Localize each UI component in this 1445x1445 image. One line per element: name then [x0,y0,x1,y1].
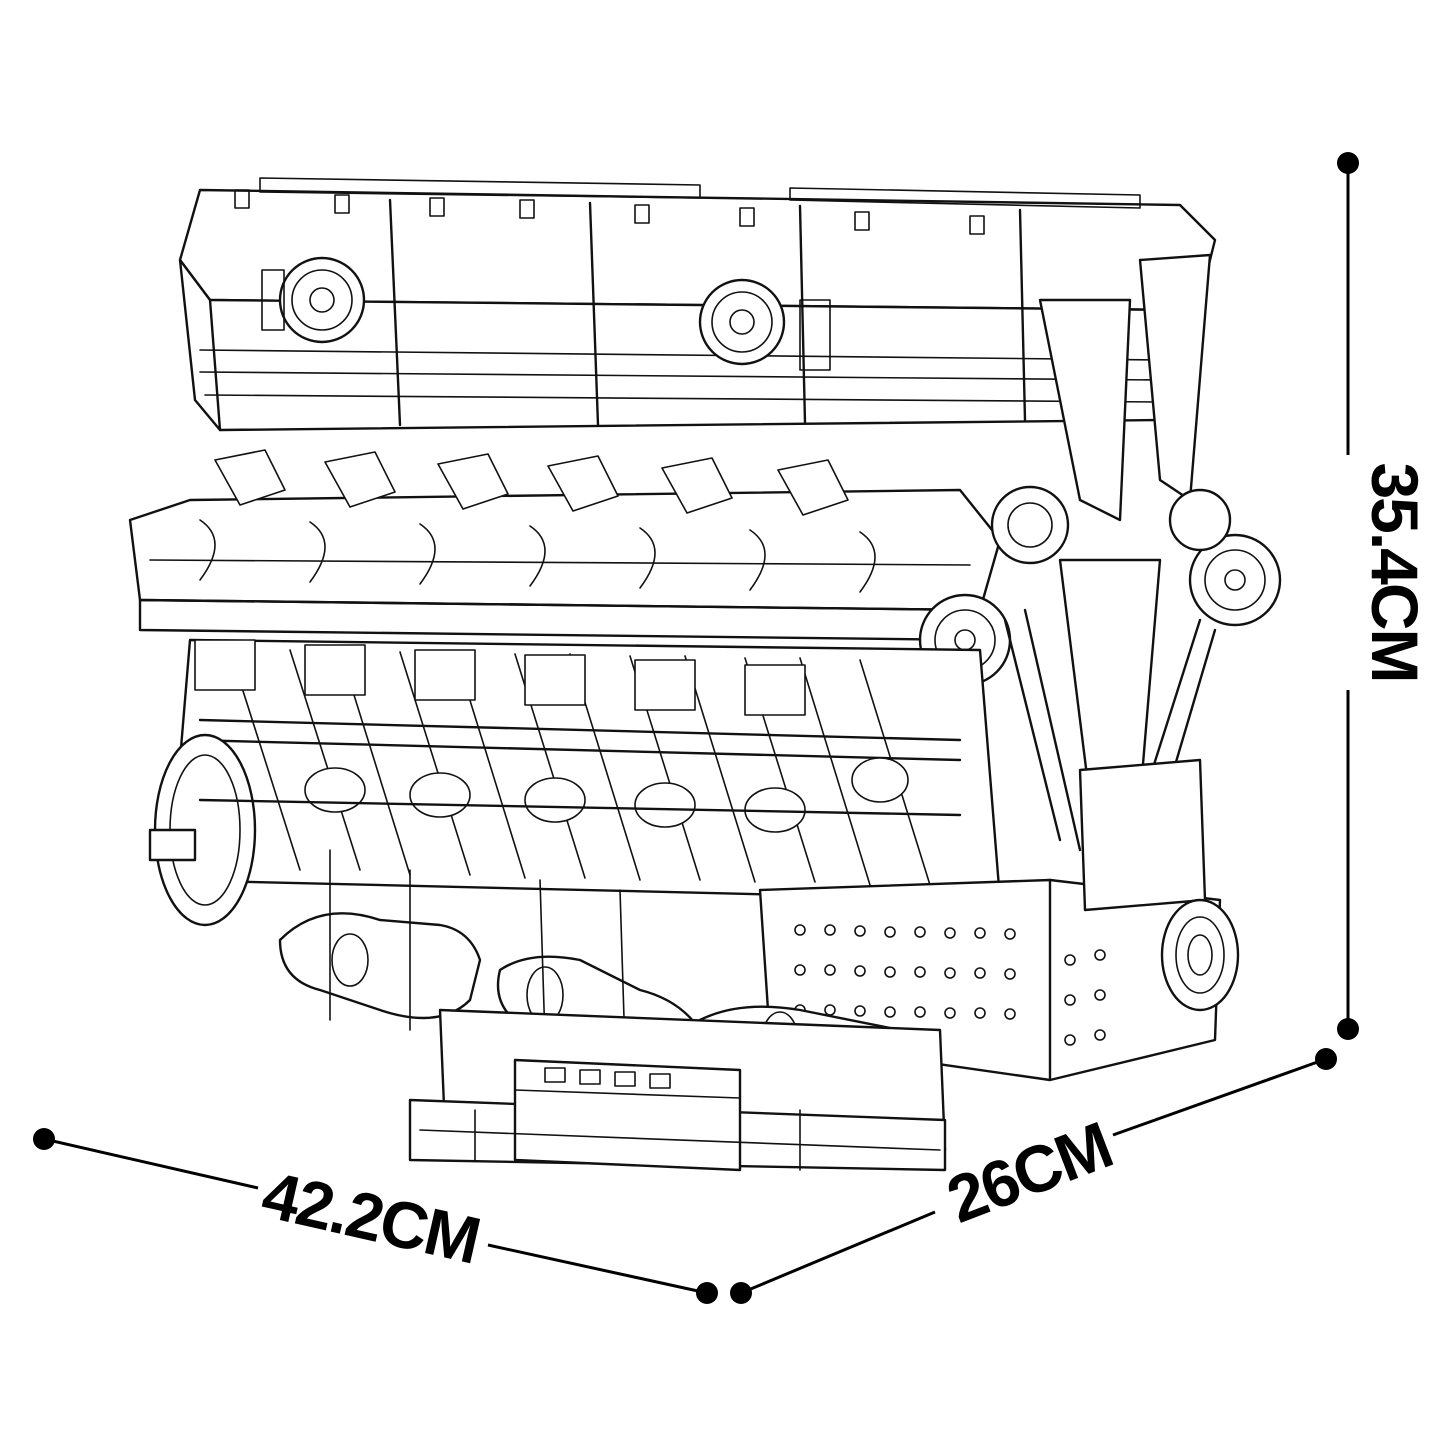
depth-dimension-line-left [740,1210,936,1295]
top-cam-cover [178,177,1217,432]
depth-dimension-endpoint-left [730,1282,752,1304]
depth-dimension-endpoint-right [1315,1048,1337,1070]
height-dimension-endpoint-top [1337,152,1359,174]
width-dimension-label: 42.2CM [256,1157,486,1278]
depth-dimension-label: 26CM [937,1108,1120,1237]
height-dimension-label: 35.4CM [1358,462,1432,681]
intake-row [128,449,1002,642]
width-dimension-endpoint-right [696,1282,718,1304]
depth-dimension-line-right [1112,1057,1327,1137]
display-stand [408,1008,947,1172]
height-dimension: 35.4CM [1337,152,1432,1040]
width-dimension-line-right [487,1243,708,1295]
width-dimension-line-left [43,1137,259,1190]
v12-engine-model-drawing [128,177,1282,1172]
cylinder-block [168,638,1002,902]
flywheel [148,733,257,927]
width-dimension-endpoint-left [33,1128,55,1150]
timing-cover [1038,253,1212,522]
height-dimension-endpoint-bottom [1337,1018,1359,1040]
